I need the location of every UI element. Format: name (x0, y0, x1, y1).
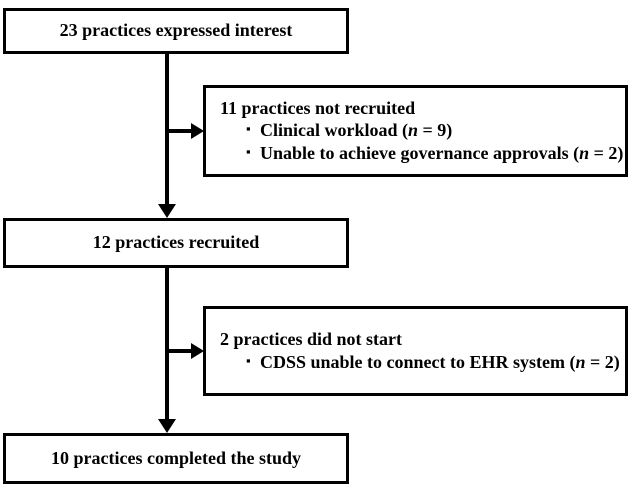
reason-text: Unable to achieve governance approvals ( (260, 142, 580, 163)
node-completed-label: 10 practices completed the study (51, 447, 301, 468)
node-did-not-start-reasons: ▪ CDSS unable to connect to EHR system (n… (220, 351, 620, 374)
reason-n-symbol: n (408, 120, 419, 141)
reason-n-symbol: n (579, 142, 590, 163)
reason-n-value: = 9) (418, 120, 453, 141)
node-recruited: 12 practices recruited (3, 218, 349, 268)
node-not-recruited-heading: 11 practices not recruited (220, 97, 416, 118)
reason-item: ▪ Unable to achieve governance approvals … (246, 142, 623, 165)
node-expressed-interest-label: 23 practices expressed interest (59, 20, 293, 41)
node-expressed-interest: 23 practices expressed interest (3, 8, 349, 54)
reason-text: Clinical workload ( (260, 120, 409, 141)
connector-branch-lower (165, 349, 195, 353)
square-bullet-icon: ▪ (246, 143, 251, 159)
node-not-recruited: 11 practices not recruited ▪ Clinical wor… (203, 85, 628, 177)
reason-n-symbol: n (575, 351, 586, 372)
node-did-not-start: 2 practices did not start ▪ CDSS unable t… (203, 306, 628, 396)
reason-n-value: = 2) (585, 351, 620, 372)
node-not-recruited-reasons: ▪Clinical workload (n = 9) ▪Unable to ac… (220, 119, 623, 165)
reason-item: ▪ Clinical workload (n = 9) (246, 119, 619, 142)
node-recruited-label: 12 practices recruited (92, 232, 260, 253)
reason-n-value: = 2) (589, 142, 624, 163)
arrow-enrolled-to-recruited (158, 204, 176, 218)
reason-item: ▪ CDSS unable to connect to EHR system (n… (246, 351, 620, 374)
connector-trunk-lower (165, 268, 169, 421)
node-did-not-start-heading: 2 practices did not start (220, 328, 402, 349)
arrow-enrolled-to-not-recruited (191, 123, 204, 139)
reason-text: CDSS unable to connect to EHR system ( (260, 351, 576, 372)
arrow-recruited-to-did-not-start (191, 343, 204, 359)
square-bullet-icon: ▪ (246, 121, 251, 137)
arrow-recruited-to-completed (158, 419, 176, 433)
square-bullet-icon: ▪ (246, 352, 251, 368)
node-completed: 10 practices completed the study (3, 433, 349, 484)
connector-branch-upper (165, 129, 195, 133)
